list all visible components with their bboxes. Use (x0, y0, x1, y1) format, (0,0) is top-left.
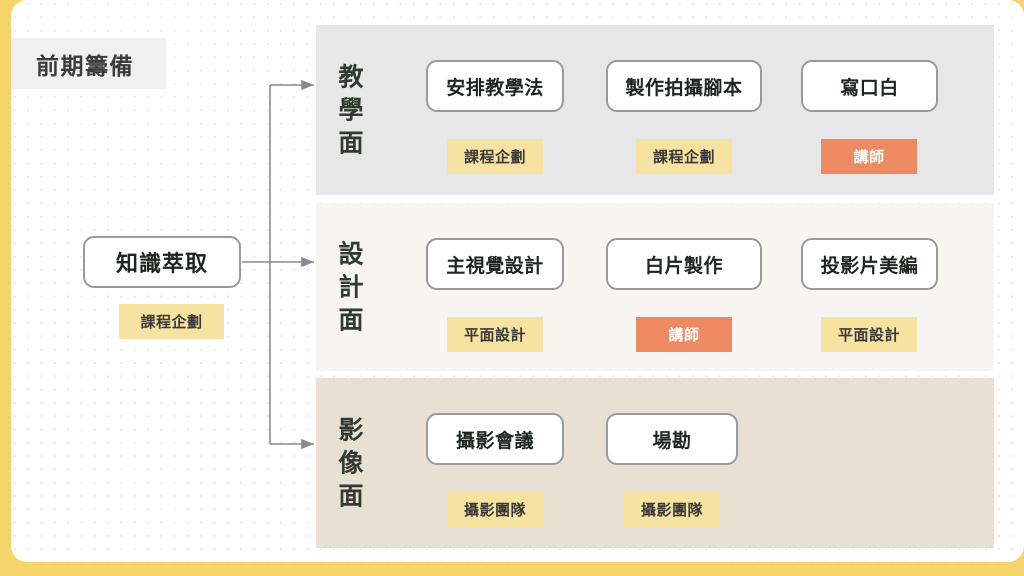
step-node[interactable]: 場勘 (606, 413, 738, 465)
step-owner-tag[interactable]: 攝影團隊 (624, 492, 720, 527)
lane-label-char: 學 (338, 95, 364, 125)
step-owner-tag[interactable]: 攝影團隊 (447, 492, 543, 527)
step-node[interactable]: 攝影會議 (426, 413, 564, 465)
step-owner-tag[interactable]: 平面設計 (447, 317, 543, 352)
lane-design: 設 計 面 主視覺設計 平面設計 白片製作 講師 投影片美編 平面設計 (316, 203, 994, 371)
step-node[interactable]: 製作拍攝腳本 (606, 60, 762, 112)
step-owner-tag[interactable]: 平面設計 (821, 317, 917, 352)
page-title: 前期籌備 (36, 53, 134, 80)
step-owner-tag[interactable]: 講師 (821, 139, 917, 174)
start-node[interactable]: 知識萃取 (83, 236, 241, 288)
lane-teaching: 教 學 面 安排教學法 課程企劃 製作拍攝腳本 課程企劃 寫口白 講師 (316, 25, 994, 195)
step-owner-tag[interactable]: 課程企劃 (447, 139, 543, 174)
lane-label-char: 面 (338, 481, 364, 511)
lane-label-char: 影 (338, 415, 364, 445)
step-node[interactable]: 主視覺設計 (426, 238, 564, 290)
lane-label-teaching: 教 學 面 (334, 61, 368, 160)
page-title-band: 前期籌備 (11, 38, 166, 89)
lane-label-char: 面 (338, 128, 364, 158)
diagram-canvas: 前期籌備 (11, 0, 1024, 562)
start-node-group: 知識萃取 課程企劃 (83, 236, 241, 339)
step-node[interactable]: 白片製作 (606, 238, 762, 290)
step-owner-tag[interactable]: 課程企劃 (636, 139, 732, 174)
lane-label-char: 面 (338, 305, 364, 335)
lane-label-char: 設 (338, 239, 364, 269)
step-node[interactable]: 安排教學法 (426, 60, 564, 112)
lane-label-design: 設 計 面 (334, 238, 368, 337)
step-node[interactable]: 寫口白 (801, 60, 938, 112)
lane-label-char: 像 (338, 448, 364, 478)
step-node[interactable]: 投影片美編 (801, 238, 938, 290)
start-node-owner-tag[interactable]: 課程企劃 (119, 304, 224, 339)
lane-video: 影 像 面 攝影會議 攝影團隊 場勘 攝影團隊 (316, 378, 994, 548)
lane-label-char: 教 (338, 62, 364, 92)
lane-label-char: 計 (338, 272, 364, 302)
step-owner-tag[interactable]: 講師 (636, 317, 732, 352)
lane-label-video: 影 像 面 (334, 414, 368, 513)
